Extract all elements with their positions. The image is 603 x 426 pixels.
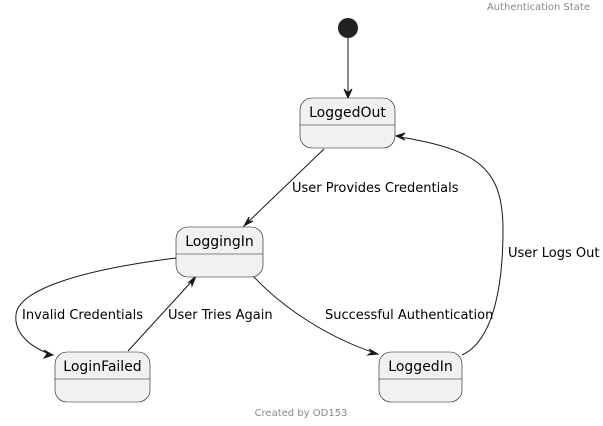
state-loggedin-label: LoggedIn: [388, 359, 452, 375]
label-provides-credentials: User Provides Credentials: [292, 181, 459, 196]
edge-loggingin-to-loggedin: [252, 275, 376, 354]
arrowhead-loginfailed-to-loggingin: [187, 275, 197, 288]
state-loggedout[interactable]: LoggedOut: [299, 97, 396, 149]
arrowhead-loggedin-to-loggedout: [394, 132, 406, 141]
diagram-footer-caption: Created by OD153: [255, 408, 348, 419]
arrowhead-loggingin-to-loginfailed: [42, 349, 55, 359]
state-loggingin-label: LoggingIn: [185, 234, 254, 250]
edge-loginfailed-to-loggingin: [127, 279, 194, 352]
edge-loggingin-to-loginfailed: [15, 257, 177, 355]
state-loggingin[interactable]: LoggingIn: [175, 226, 264, 278]
arrowhead-initial-to-loggedout: [343, 88, 353, 100]
label-logs-out: User Logs Out: [508, 246, 599, 261]
label-invalid-credentials: Invalid Credentials: [22, 308, 143, 323]
state-loggedin[interactable]: LoggedIn: [378, 351, 463, 403]
label-tries-again: User Tries Again: [168, 308, 273, 323]
edge-loggedout-to-loggingin: [246, 148, 325, 224]
edge-loggedin-to-loggedout: [399, 136, 504, 356]
state-loggedout-label: LoggedOut: [309, 105, 386, 121]
initial-state-dot: [338, 18, 358, 38]
label-successful-auth: Successful Authentication: [325, 308, 493, 323]
arrowhead-loggingin-to-loggedin: [366, 348, 380, 356]
state-loginfailed-label: LoginFailed: [63, 359, 141, 375]
state-loginfailed[interactable]: LoginFailed: [54, 351, 151, 403]
arrowhead-loggedout-to-loggingin: [242, 216, 254, 228]
diagram-header-title: Authentication State: [487, 2, 590, 13]
